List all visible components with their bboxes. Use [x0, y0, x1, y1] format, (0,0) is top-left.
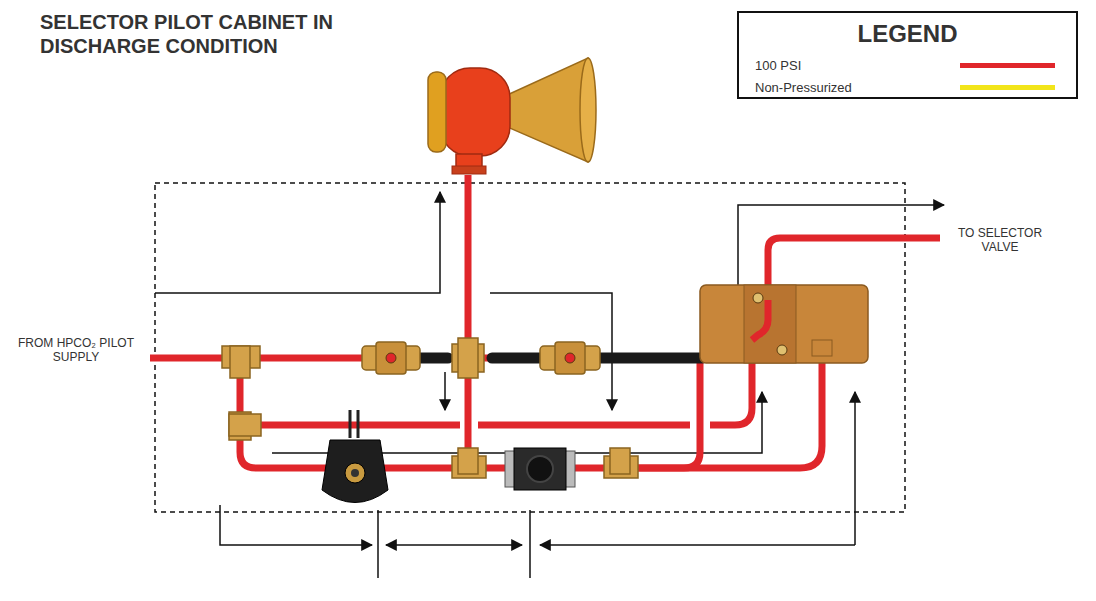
pressure-operated-valve [700, 285, 868, 363]
pipe-tees [222, 338, 638, 478]
text-holder: FROM HPCO₂ PILOT SUPPLY [6, 336, 146, 365]
legend-text: 100 PSI [755, 58, 945, 74]
legend-text: Non-Pressurized [755, 80, 945, 96]
horn [428, 58, 596, 174]
dimension-brackets [220, 505, 855, 578]
text-holder: LEGEND [738, 20, 1077, 49]
inlet-label: FROM HPCO₂ PILOT SUPPLY [6, 336, 146, 365]
flow-arrows [155, 192, 944, 545]
legend-box [738, 12, 1077, 98]
text-holder: SELECTOR PILOT CABINET IN DISCHARGE COND… [40, 10, 370, 58]
text-holder: TO SELECTOR VALVE [945, 226, 1055, 255]
text-holder: Non-Pressurized [755, 80, 945, 96]
legend-swatch [960, 63, 1055, 68]
cabinet-outline [155, 183, 905, 512]
pressure-switch [505, 448, 575, 490]
outlet-label: TO SELECTOR VALVE [945, 226, 1055, 255]
legend-swatch [960, 85, 1055, 90]
ball-valves [362, 342, 600, 374]
solenoid [322, 410, 388, 503]
pressurized-pipes [150, 175, 940, 468]
diagram-title: SELECTOR PILOT CABINET IN DISCHARGE COND… [40, 10, 370, 58]
text-holder: 100 PSI [755, 58, 945, 74]
legend-heading: LEGEND [738, 20, 1077, 49]
